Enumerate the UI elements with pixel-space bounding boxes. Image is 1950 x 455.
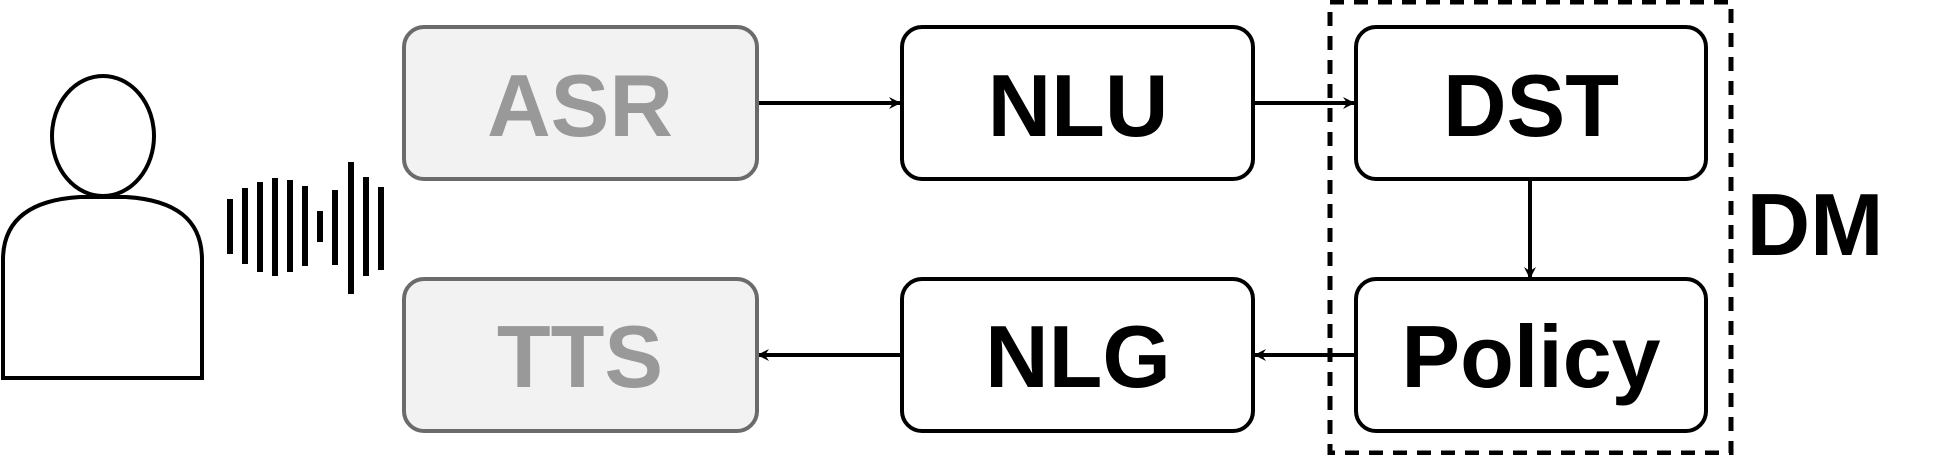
dst-module: DST [1354,25,1708,181]
nlg-label: NLG [985,307,1171,406]
asr-module: ASR [402,25,759,181]
nlg-module: NLG [900,277,1255,433]
sound-wave-icon [227,162,384,294]
policy-label: Policy [1401,307,1660,406]
tts-label: TTS [497,307,663,406]
policy-module: Policy [1354,277,1708,433]
user-silhouette-icon [0,74,204,380]
nlu-module: NLU [900,25,1255,181]
asr-label: ASR [487,56,673,155]
nlu-label: NLU [988,56,1169,155]
dm-group-label: DM [1747,175,1884,274]
dm-group-border [1327,0,1734,455]
dst-label: DST [1443,56,1619,155]
tts-module: TTS [402,277,759,433]
